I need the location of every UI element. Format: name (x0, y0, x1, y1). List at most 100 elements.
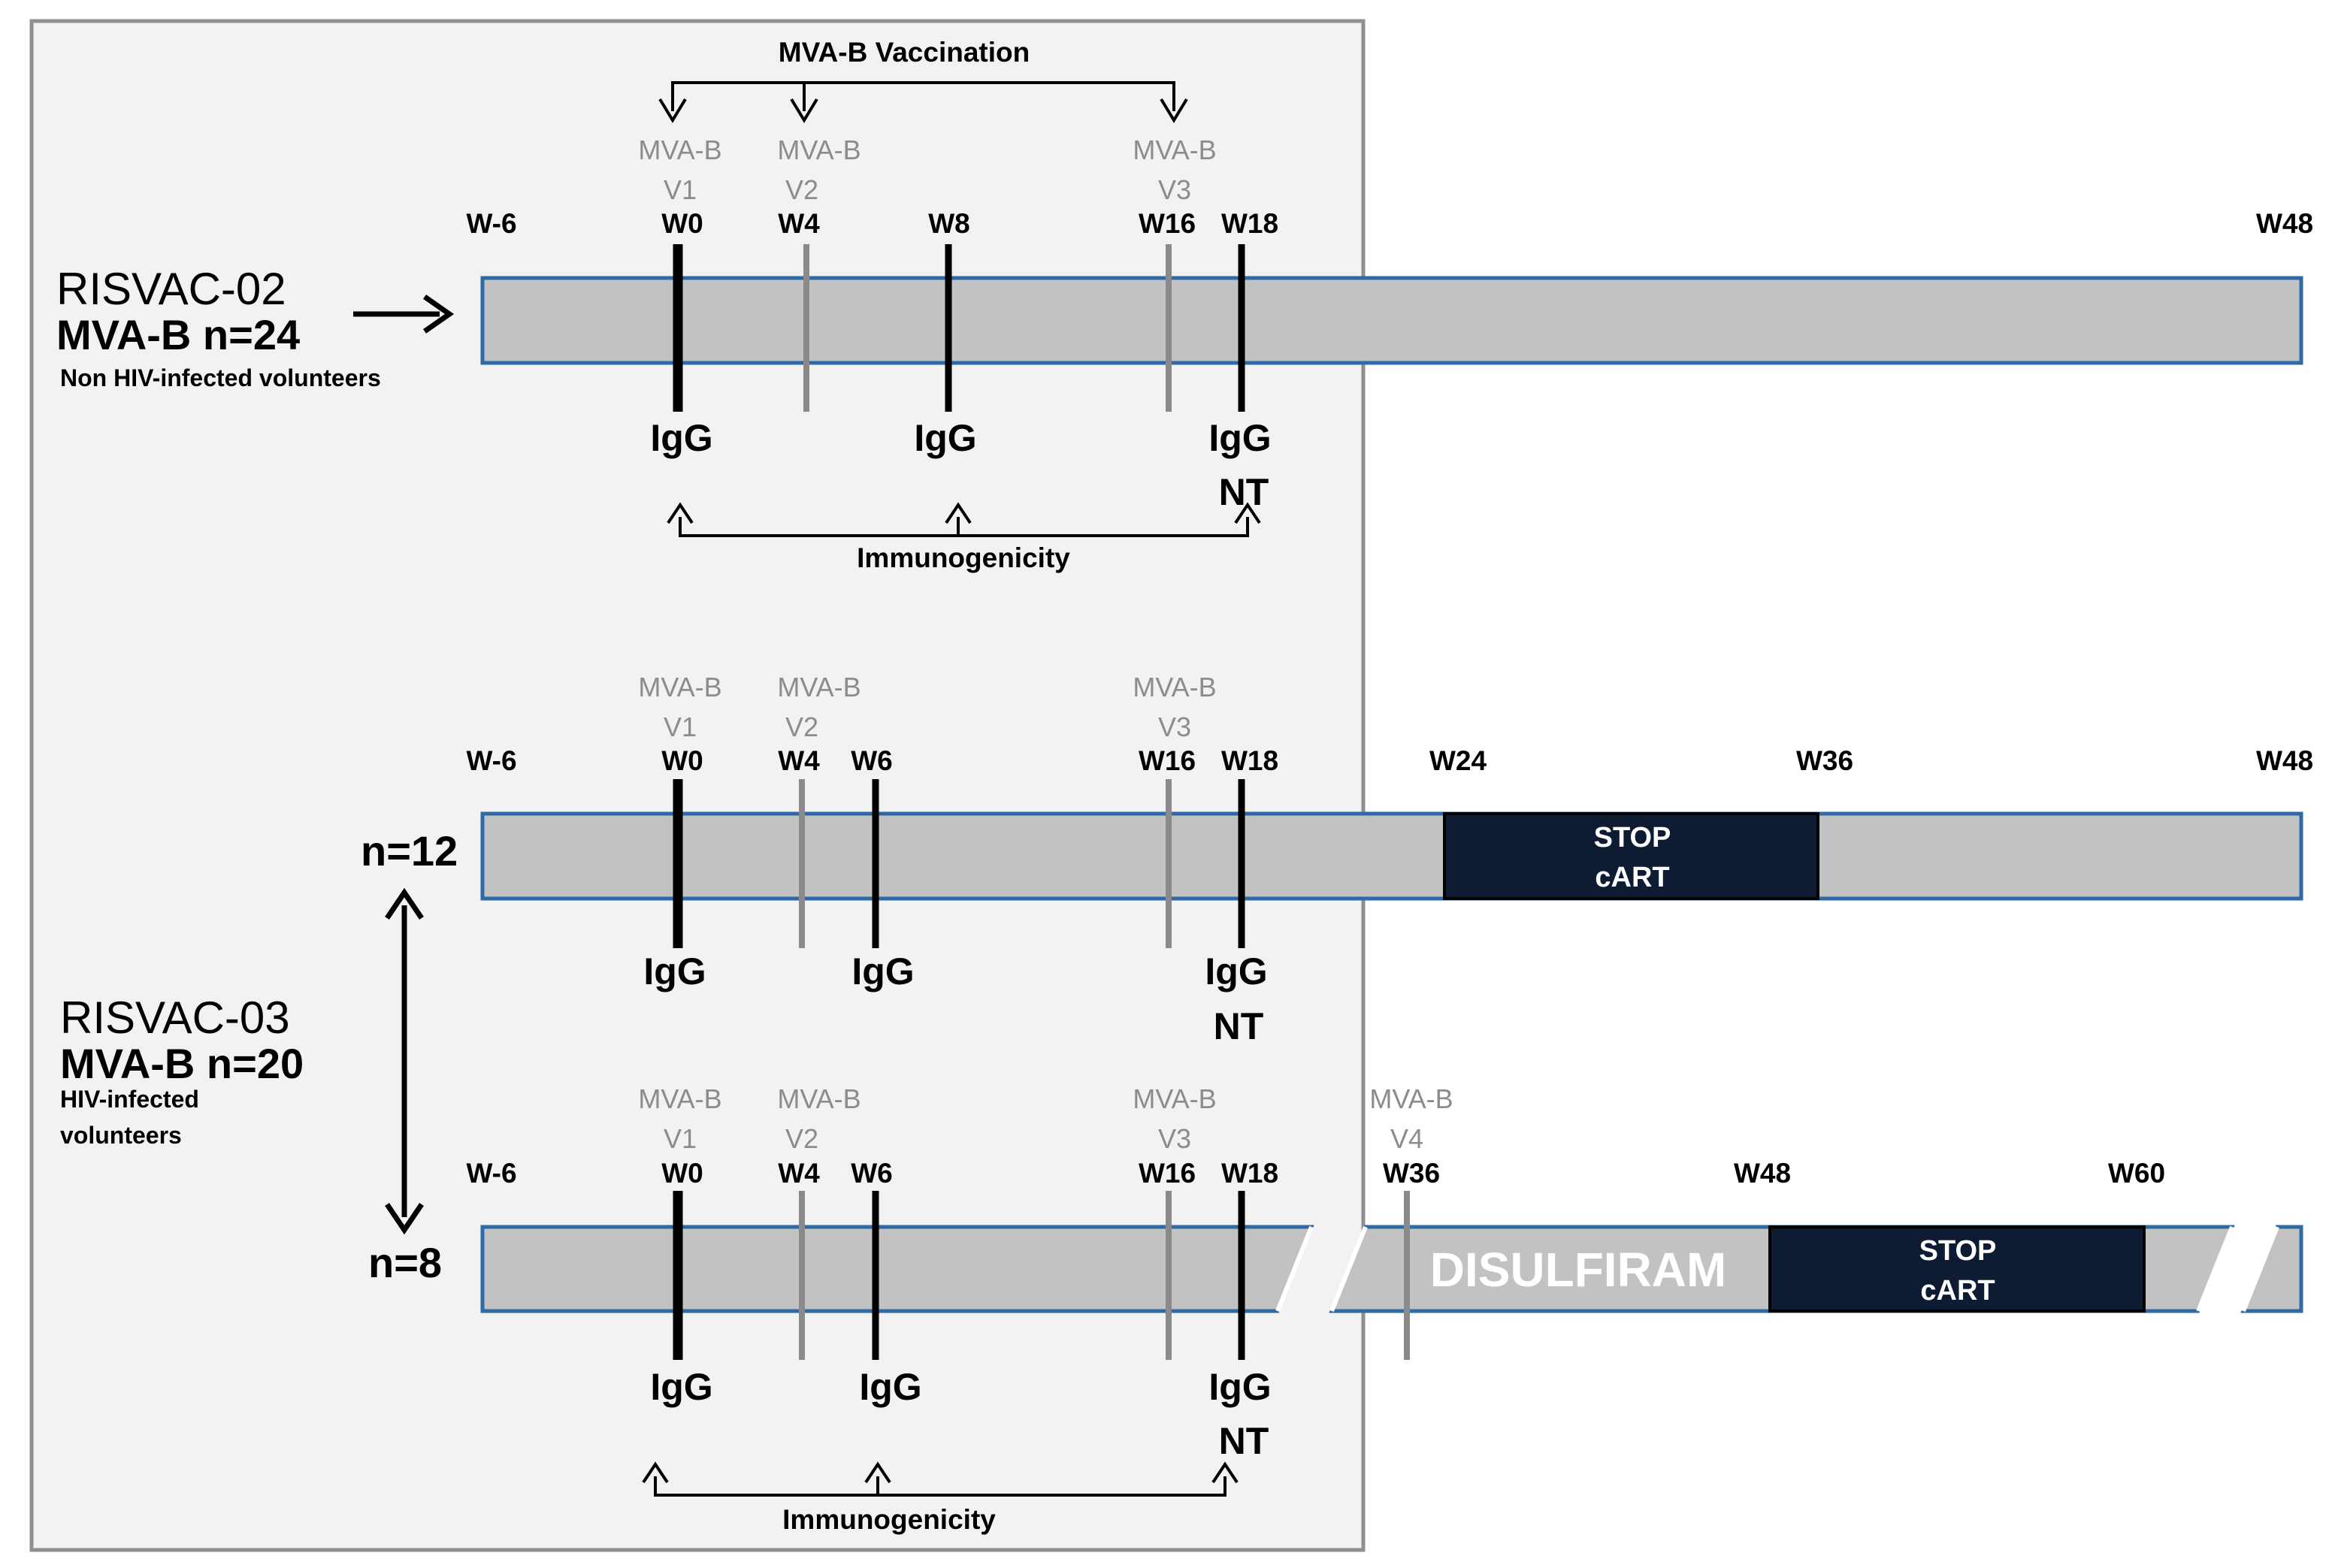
dose-visit: V3 (1158, 1123, 1191, 1154)
assay-label: IgG (851, 950, 914, 992)
dose-name: MVA-B (1133, 1083, 1216, 1114)
week-label: W16 (1139, 745, 1196, 776)
down-arrow-icon (385, 1203, 424, 1235)
up-arrow-icon (1211, 1461, 1239, 1484)
right-arrow-icon (422, 295, 455, 334)
risvac02-section: MVA-B Vaccination MVA-B V1 MVA-B V2 MVA-… (56, 37, 2313, 573)
assay-label: IgG (1208, 1366, 1271, 1408)
week-label: W48 (2256, 208, 2313, 239)
up-arrow-icon (864, 1461, 891, 1484)
down-arrow-icon (658, 98, 687, 123)
week-label: W0 (661, 208, 703, 239)
dose-name: MVA-B (1133, 134, 1216, 165)
week-label: W4 (778, 208, 820, 239)
disulfiram-label: DISULFIRAM (1430, 1243, 1727, 1297)
week-label: W16 (1139, 1158, 1196, 1189)
dose-visit: V1 (664, 174, 697, 205)
up-arrow-icon (385, 887, 424, 920)
study2-title: RISVAC-03 (60, 992, 290, 1043)
down-arrow-icon (790, 98, 818, 123)
assay-label: IgG (643, 950, 706, 992)
up-arrow-icon (667, 502, 694, 524)
study1-title: RISVAC-02 (56, 264, 286, 314)
dose-visit: V1 (664, 711, 697, 742)
week-label: W16 (1139, 208, 1196, 239)
immunogenicity-label: Immunogenicity (782, 1504, 996, 1535)
immunogenicity-bracket (654, 1476, 1227, 1497)
risvac03-labels: RISVAC-03 MVA-B n=20 HIV-infected volunt… (60, 887, 424, 1235)
week-label: W36 (1796, 745, 1853, 776)
week-label: W0 (661, 745, 703, 776)
assay-label: IgG (859, 1366, 921, 1408)
stop-cart-block (1768, 1225, 2146, 1313)
arm1-n: n=12 (361, 827, 458, 875)
stop-cart-label: STOP (1594, 822, 1671, 853)
assay-label: IgG (914, 417, 976, 459)
assay-label: IgG (650, 1366, 712, 1408)
bar-break (2196, 1225, 2234, 1313)
dose-visit: V3 (1158, 711, 1191, 742)
week-label: W-6 (466, 1158, 516, 1189)
week-label: W8 (928, 208, 970, 239)
assay-label: IgG (1208, 417, 1271, 459)
week-label: W4 (778, 745, 820, 776)
week-label: W6 (851, 745, 893, 776)
week-label: W60 (2108, 1158, 2165, 1189)
stop-cart-label: cART (1920, 1275, 1995, 1307)
dose-name: MVA-B (1133, 672, 1216, 702)
study2-subtitle: MVA-B n=20 (60, 1040, 304, 1087)
study2-description-line2: volunteers (60, 1122, 182, 1149)
dose-name: MVA-B (638, 1083, 721, 1114)
assay-label: IgG (650, 417, 712, 459)
timeline-bar-segment (480, 1225, 1314, 1313)
immunogenicity-label: Immunogenicity (857, 542, 1070, 573)
dose-name: MVA-B (1369, 1083, 1453, 1114)
dose-name: MVA-B (638, 672, 721, 702)
dose-name: MVA-B (777, 672, 861, 702)
study1-description: Non HIV-infected volunteers (60, 364, 381, 391)
stop-cart-label: STOP (1919, 1235, 1997, 1267)
stop-cart-block (1443, 812, 1819, 900)
dose-name: MVA-B (777, 134, 861, 165)
risvac03-arm1-section: MVA-B V1 MVA-B V2 MVA-B V3 W-6 W0 W4 W6 … (361, 672, 2313, 1047)
risvac03-arm2-section: MVA-B V1 MVA-B V2 MVA-B V3 MVA-B V4 W-6 … (368, 1083, 2303, 1535)
dose-visit: V4 (1390, 1123, 1423, 1154)
week-label: W24 (1429, 745, 1487, 776)
bar-break (1329, 1225, 1368, 1313)
down-arrow-icon (1160, 98, 1188, 123)
assay-label: IgG (1205, 950, 1267, 992)
dose-visit: V2 (785, 711, 818, 742)
dose-visit: V3 (1158, 174, 1191, 205)
timeline-bar (480, 811, 2303, 901)
up-arrow-icon (945, 502, 972, 524)
bar-break (1275, 1225, 1314, 1313)
vaccination-bracket (671, 81, 1175, 111)
week-label: W18 (1221, 1158, 1278, 1189)
dose-name: MVA-B (638, 134, 721, 165)
bar-break (2241, 1225, 2279, 1313)
study2-description-line1: HIV-infected (60, 1086, 199, 1113)
week-label: W-6 (466, 208, 516, 239)
week-label: W36 (1383, 1158, 1440, 1189)
vaccination-label: MVA-B Vaccination (779, 37, 1030, 68)
week-label: W6 (851, 1158, 893, 1189)
week-label: W0 (661, 1158, 703, 1189)
week-label: W48 (1734, 1158, 1791, 1189)
timeline-bar (480, 276, 2303, 365)
immunogenicity-bracket (679, 517, 1249, 537)
week-label: W-6 (466, 745, 516, 776)
up-arrow-icon (642, 1461, 669, 1484)
assay-label: NT (1219, 471, 1269, 513)
dose-name: MVA-B (777, 1083, 861, 1114)
study1-subtitle: MVA-B n=24 (56, 311, 300, 358)
dose-visit: V1 (664, 1123, 697, 1154)
week-label: W18 (1221, 208, 1278, 239)
assay-label: NT (1219, 1420, 1269, 1462)
stop-cart-label: cART (1595, 862, 1669, 893)
week-label: W48 (2256, 745, 2313, 776)
week-label: W4 (778, 1158, 820, 1189)
vaccination-phase-panel (29, 19, 1366, 1552)
dose-visit: V2 (785, 174, 818, 205)
arm2-n: n=8 (368, 1239, 442, 1286)
